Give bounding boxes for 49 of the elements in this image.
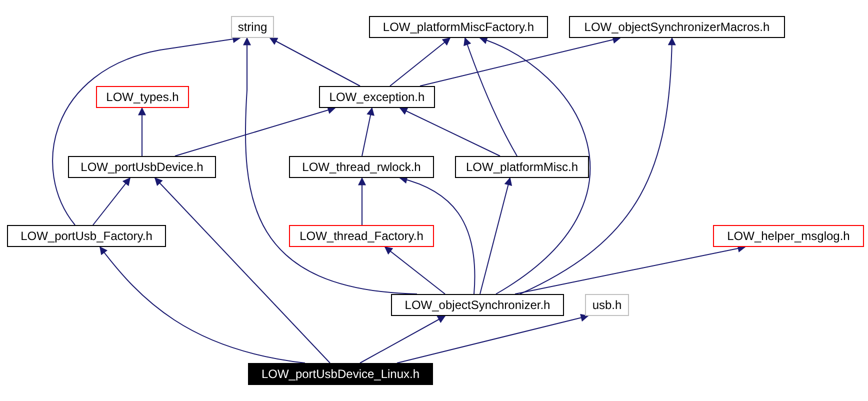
file-box: [585, 294, 629, 316]
file-box: [248, 363, 433, 385]
file-name: LOW_helper_msglog.h: [727, 229, 850, 243]
include-arrow: [138, 107, 146, 156]
include-arrow: [396, 314, 589, 364]
include-arrow: [360, 316, 446, 364]
file-name: LOW_platformMiscFactory.h: [382, 20, 534, 34]
file-box: [96, 86, 189, 108]
include-arrow: [514, 244, 746, 294]
file-box: [455, 156, 589, 178]
include-arrow: [92, 177, 130, 226]
include-arrow: [362, 107, 374, 156]
include-arrow: [100, 246, 306, 364]
file-name: LOW_portUsbDevice.h: [80, 160, 204, 174]
file-name: LOW_objectSynchronizerMacros.h: [584, 20, 770, 34]
file-name: LOW_types.h: [106, 90, 179, 104]
file-box: [713, 225, 864, 247]
file-name: LOW_platformMisc.h: [466, 160, 578, 174]
file-name: LOW_portUsb_Factory.h: [20, 229, 152, 243]
file-box: [369, 16, 548, 38]
include-arrow: [399, 176, 476, 294]
include-arrow: [390, 38, 451, 86]
include-arrow: [358, 177, 366, 226]
file-box: [319, 86, 435, 108]
file-name: LOW_thread_Factory.h: [300, 229, 424, 243]
file-name: LOW_exception.h: [329, 90, 425, 104]
file-box: [391, 294, 564, 316]
include-arrow: [464, 37, 518, 156]
file-name: LOW_portUsbDevice_Linux.h: [261, 367, 420, 381]
include-arrow: [399, 108, 500, 156]
include-arrow: [520, 37, 676, 294]
file-box: [569, 16, 785, 38]
include-arrow: [243, 37, 418, 294]
file-name: LOW_thread_rwlock.h: [302, 160, 421, 174]
file-name: string: [238, 20, 268, 34]
file-box: [289, 156, 434, 178]
file-name: usb.h: [592, 298, 622, 312]
include-arrow: [174, 106, 336, 156]
include-arrow: [269, 38, 360, 86]
include-arrow: [480, 177, 512, 294]
file-box: [7, 225, 166, 247]
include-arrow: [384, 246, 446, 294]
file-box: [68, 156, 216, 178]
include-arrow: [420, 36, 621, 86]
include-arrow: [154, 177, 330, 364]
include-arrow: [479, 37, 591, 294]
file-box: [289, 225, 434, 247]
file-name: LOW_objectSynchronizer.h: [404, 298, 550, 312]
file-box: [231, 16, 274, 38]
